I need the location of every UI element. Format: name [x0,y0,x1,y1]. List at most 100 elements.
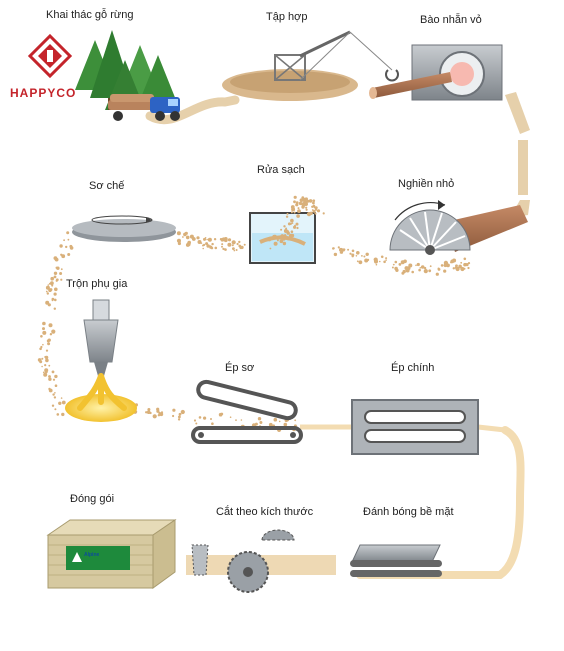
wood-chip [54,287,58,292]
wood-chip [314,206,318,210]
wood-chip [446,263,450,268]
wood-chip [423,266,427,270]
wood-chip [42,327,45,331]
step-label-mainpress: Ép chính [391,362,435,374]
wood-chip [193,419,197,422]
wood-chip [233,249,236,252]
wood-chip [463,263,467,267]
step-label-prepress: Ép sơ [225,362,255,374]
wood-chip [176,231,181,236]
wood-chip [50,276,54,281]
wood-chip [460,261,463,264]
wood-chip [415,264,417,267]
wood-chip [349,252,352,255]
wood-chip [47,303,51,307]
wood-chip [221,243,224,246]
wood-chip [312,201,315,205]
wood-chip [290,218,294,223]
wood-chip [440,264,444,267]
wood-chip [385,257,388,260]
prepress-belt-illustration [191,379,303,444]
wood-chip [276,239,279,242]
wood-chip [221,245,223,248]
step-label-pack: Đóng gói [70,493,115,505]
wood-chip [39,360,43,364]
wood-chip [299,198,304,202]
wood-chip [402,269,406,274]
wood-chip [351,254,354,256]
wood-chip [45,358,49,363]
wood-chip [308,199,313,203]
wood-chip [227,238,232,242]
wood-chip [178,415,181,419]
forest-illustration [75,30,176,110]
wood-chip [302,202,304,204]
wood-chip [385,259,387,261]
wood-chip [47,342,51,346]
wood-chip [59,244,63,248]
wood-chip [273,241,278,246]
wood-chip [452,258,457,263]
wood-chip [295,222,299,226]
brand-logo-icon [27,33,73,79]
wood-chip [177,241,181,246]
wood-chip [292,206,295,209]
wood-chip [290,211,293,214]
wood-chip [367,258,370,261]
wood-chip [278,235,283,239]
wood-chip [304,197,308,201]
wood-chip [44,370,48,374]
wood-chip [305,206,308,209]
wood-chip [50,281,54,286]
wood-chip [46,339,50,343]
wood-chip [257,417,262,421]
wood-chip [392,263,395,266]
wood-chip [406,266,411,271]
wood-chip [311,209,314,211]
wood-chip [394,266,398,271]
wood-chip [314,212,317,215]
wood-chip [211,422,214,426]
wood-chip [235,419,237,421]
wood-chip [65,245,68,249]
wood-chip [347,248,350,251]
wood-chip [48,323,53,328]
collection-crane-illustration [222,30,399,101]
wood-chip [203,237,206,241]
wood-chip [236,242,239,246]
glue-splash-illustration [65,373,137,422]
wood-chip [55,279,58,282]
wood-chip [60,278,63,281]
wood-chip [54,408,57,411]
wood-chip [283,234,287,239]
wood-chip [55,266,58,269]
wood-chip [191,237,196,241]
wood-chip [467,266,470,270]
wood-chip [43,372,48,377]
wood-chip [203,416,207,420]
wood-chip [211,242,214,246]
wood-chip [420,265,425,269]
wood-chip [365,252,369,256]
wood-chip [44,355,47,359]
wood-chip [278,420,281,423]
wood-chip [293,200,296,204]
wood-chip [428,269,432,273]
wood-chip [259,421,263,424]
wood-chip [40,335,43,338]
wood-chip [333,252,338,257]
log-truck-illustration [108,94,180,121]
wood-chip [398,263,402,266]
wood-chip [293,211,296,214]
wood-chip [207,237,212,242]
wood-chip [156,407,160,411]
wood-chip [178,412,182,416]
wood-chip [302,206,304,209]
wood-chip [182,236,184,238]
wood-chip [56,413,60,416]
wood-chip [373,257,378,262]
wood-chip [356,260,359,263]
wood-chip [186,242,191,247]
wood-chip [286,212,289,215]
wood-chip [51,370,55,374]
